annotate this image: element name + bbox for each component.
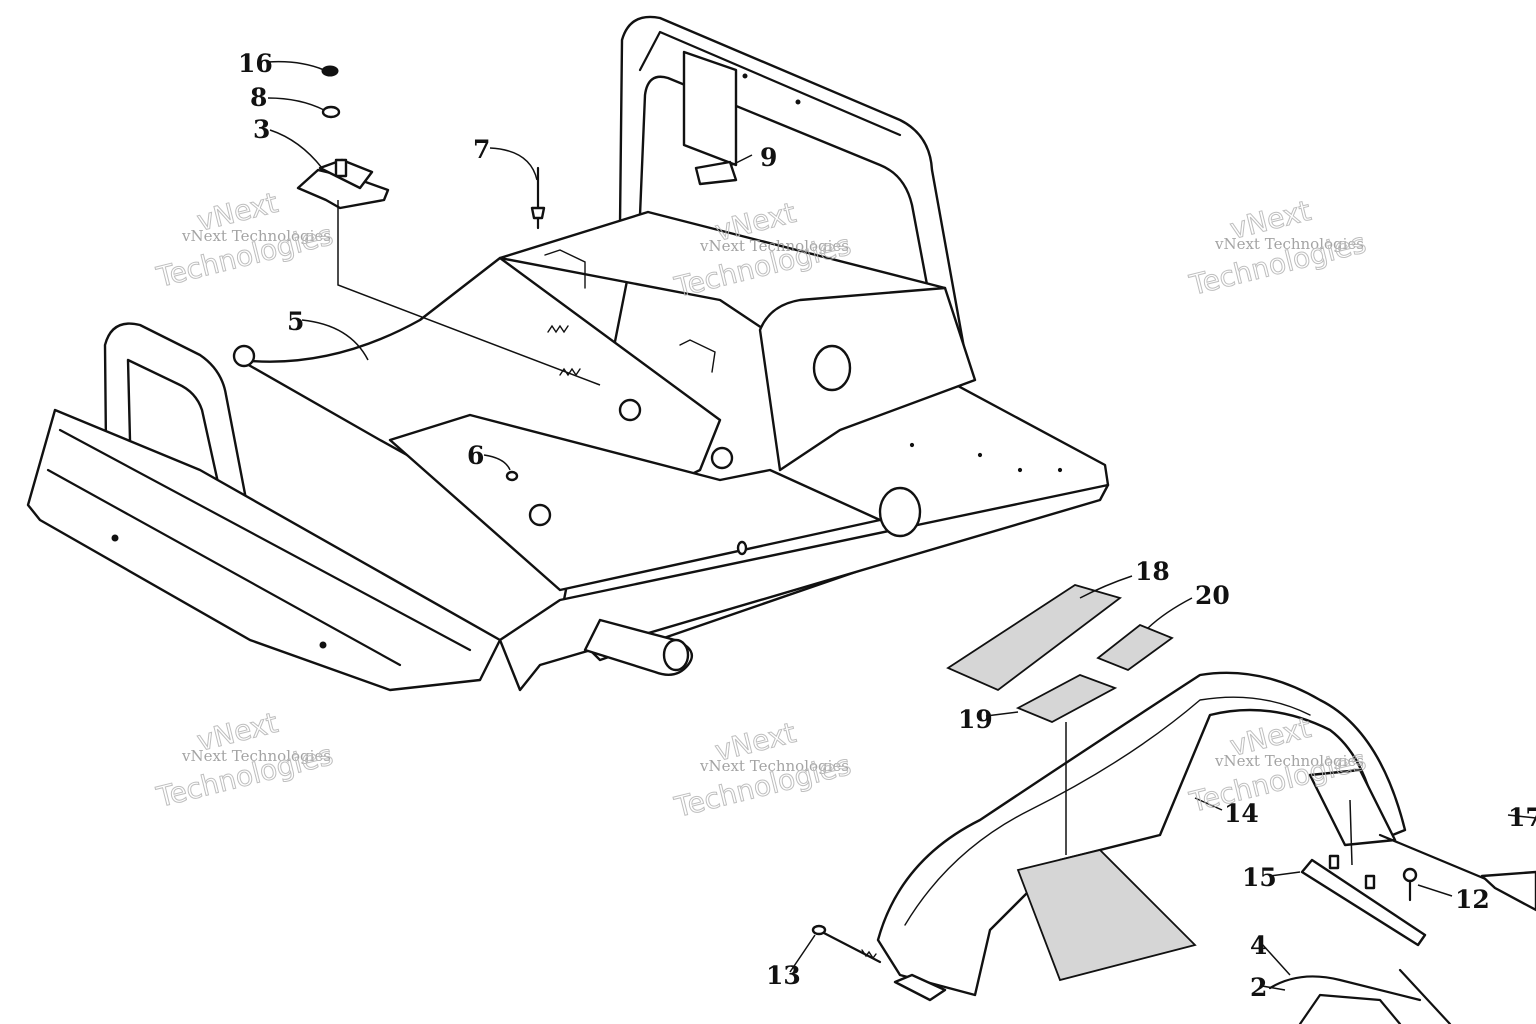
watermark-block: vNext vNext Technologies Technologies: [1185, 193, 1369, 302]
callout-15: 15: [1242, 863, 1277, 892]
callout-13: 13: [766, 961, 801, 990]
callout-19: 19: [958, 705, 993, 734]
lower-assembly: [1268, 968, 1452, 1024]
callout-14: 14: [1224, 799, 1259, 828]
callout-2: 2: [1250, 973, 1267, 1002]
svg-text:vNext Technologies: vNext Technologies: [1214, 235, 1364, 253]
watermark-block: vNext vNext Technologies Technologies: [152, 705, 336, 814]
watermark-block: vNext vNext Technologies Technologies: [152, 185, 336, 294]
bracket-15: [1300, 854, 1427, 947]
callout-4: 4: [1250, 931, 1267, 960]
callout-6: 6: [467, 441, 484, 470]
svg-text:vNext Technologies: vNext Technologies: [699, 757, 849, 775]
decal-18: [946, 584, 1122, 692]
decal-20: [1096, 623, 1174, 672]
grommet-6: [505, 470, 519, 482]
callout-8: 8: [250, 83, 267, 112]
watermark-block: vNext vNext Technologies Technologies: [670, 715, 854, 824]
watermark-block: vNext vNext Technologies Technologies: [670, 195, 854, 304]
chassis-frame: [26, 15, 1110, 692]
bolt-13: [811, 924, 882, 964]
svg-text:vNext Technologies: vNext Technologies: [699, 237, 849, 255]
callout-9: 9: [760, 143, 777, 172]
svg-text:vNext Technologies: vNext Technologies: [1214, 752, 1364, 770]
decal-19: [1015, 674, 1118, 723]
callout-18: 18: [1135, 557, 1170, 586]
hinge: [893, 973, 947, 1002]
leader-lines: [267, 60, 1536, 991]
callout-17: 17: [1508, 803, 1536, 832]
bracket-assembly-3: [296, 65, 390, 210]
callout-20: 20: [1195, 581, 1230, 610]
callout-12: 12: [1455, 885, 1490, 914]
callout-3: 3: [253, 115, 270, 144]
tail-bracket-17: [1378, 833, 1536, 912]
svg-text:vNext Technologies: vNext Technologies: [181, 227, 331, 245]
bolt-7: [530, 166, 546, 230]
rear-flap-14: [876, 671, 1407, 997]
callout-7: 7: [473, 135, 490, 164]
callout-5: 5: [287, 307, 304, 336]
callouts: 16 8 3 7 9 5 6 18 20 19 14 17 15 12 13 4…: [238, 49, 1536, 1002]
callout-16: 16: [238, 49, 273, 78]
screw-12: [1402, 867, 1418, 902]
seat-back-slot: [682, 50, 738, 186]
svg-text:vNext Technologies: vNext Technologies: [181, 747, 331, 765]
